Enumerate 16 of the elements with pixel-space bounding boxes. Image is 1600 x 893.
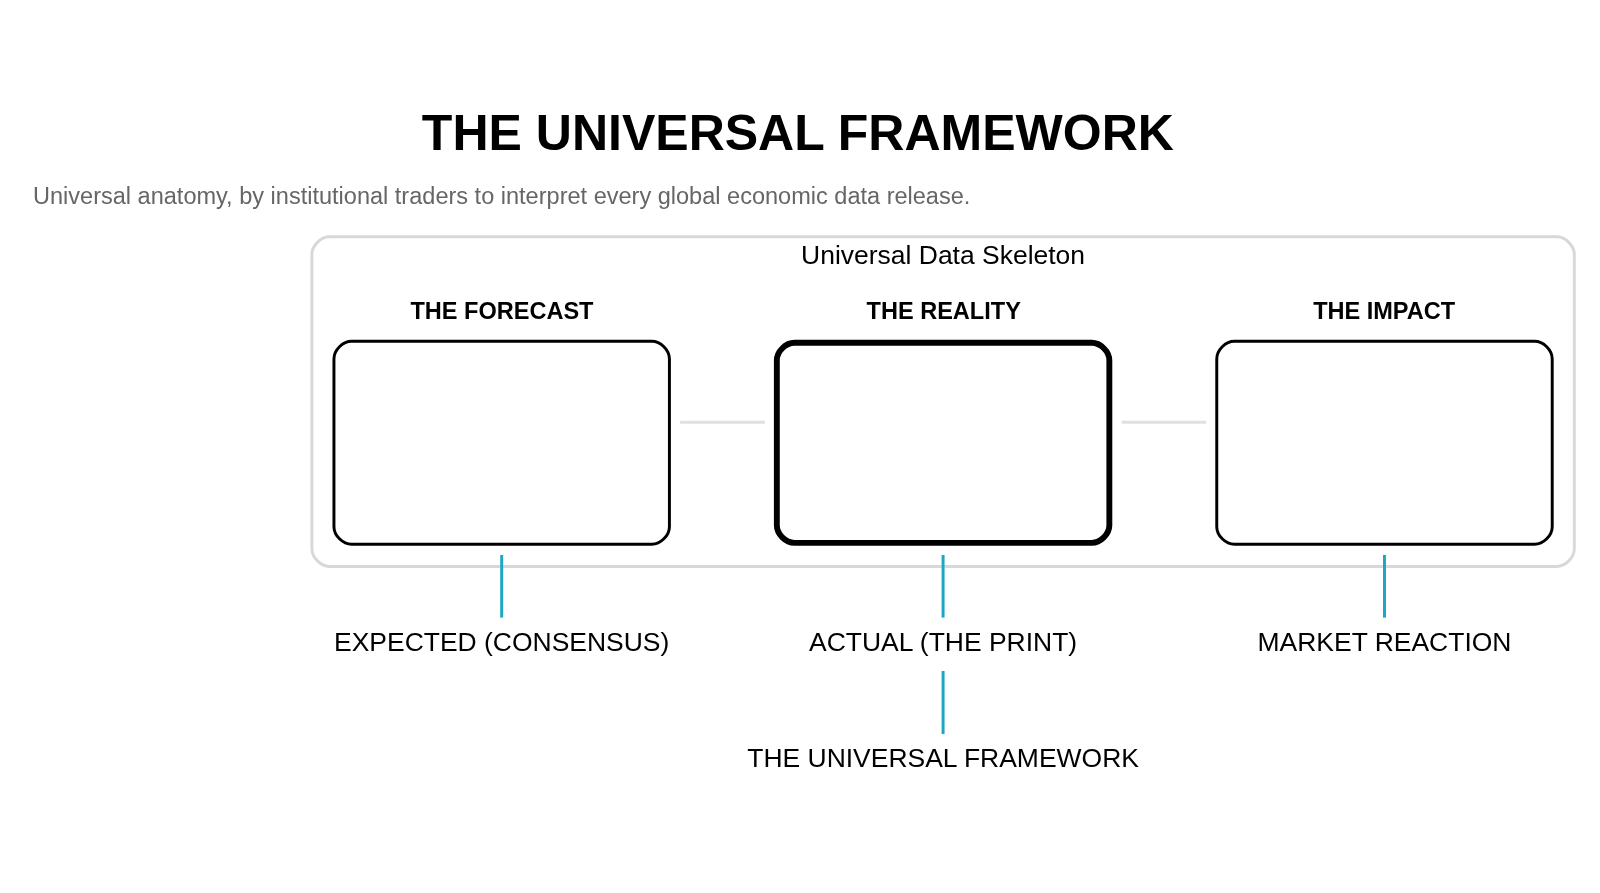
connector [1383,555,1386,618]
node-label: THE IMPACT [1313,297,1456,324]
node-text: MARKET REACTION [1257,626,1512,657]
connector [941,555,945,618]
node-label: THE FORECAST [410,297,594,324]
node-label: THE REALITY [866,297,1021,324]
node-box [773,339,1113,546]
node-text: EXPECTED (CONSENSUS) [334,626,670,657]
node-box [1215,339,1554,546]
node-box [332,339,671,546]
connector [941,671,945,735]
label: Universal anatomy, by institutional traders to interpret every global economic data release. [33,183,971,210]
node-text: THE UNIVERSAL FRAMEWORK [747,743,1139,774]
connector [500,555,504,618]
diagram-title: THE UNIVERSAL FRAMEWORK [421,105,1174,162]
node-text: ACTUAL (THE PRINT) [809,626,1078,657]
